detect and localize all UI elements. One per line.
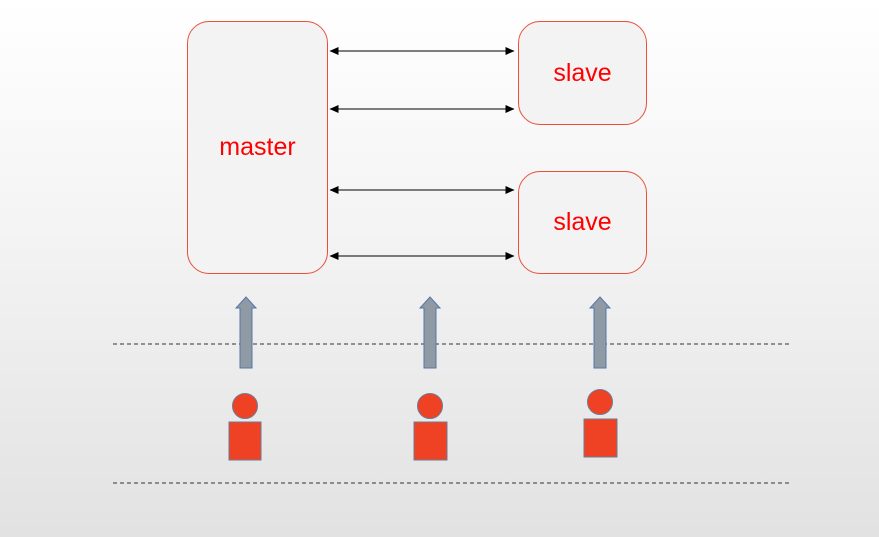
up-arrow-icon (588, 296, 612, 369)
up-arrow-icon (418, 296, 442, 369)
slave-node-bottom: slave (518, 171, 647, 274)
user-icon (583, 389, 618, 458)
slave-node-top: slave (518, 21, 647, 125)
master-node: master (187, 21, 328, 274)
user-icon (413, 393, 448, 461)
slave-bottom-label: slave (553, 208, 612, 236)
slave-top-label: slave (553, 58, 612, 87)
user-icon (228, 393, 262, 461)
up-arrow-icon (234, 296, 258, 369)
master-label: master (219, 133, 296, 161)
